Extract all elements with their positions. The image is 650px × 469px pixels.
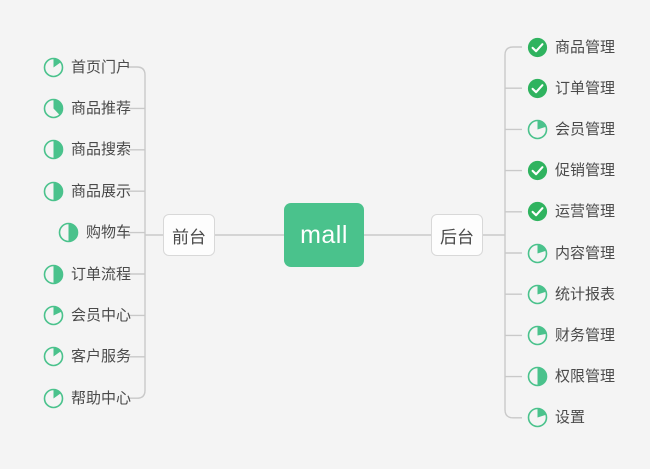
leaf-item[interactable]: 首页门户: [43, 55, 131, 79]
pie-progress-icon: [43, 57, 64, 78]
leaf-item[interactable]: 财务管理: [527, 323, 615, 347]
pie-progress-icon: [58, 222, 79, 243]
leaf-item[interactable]: 内容管理: [527, 241, 615, 265]
leaf-item[interactable]: 权限管理: [527, 365, 615, 389]
leaf-item-label: 内容管理: [555, 244, 616, 262]
pie-progress-icon: [527, 366, 548, 387]
pie-progress-icon: [527, 325, 548, 346]
leaf-item-label: 订单流程: [70, 265, 131, 283]
pie-progress-icon: [43, 305, 64, 326]
pie-progress-icon: [43, 98, 64, 119]
pie-progress-icon: [43, 139, 64, 160]
check-circle-icon: [527, 160, 548, 181]
leaf-item[interactable]: 统计报表: [527, 282, 615, 306]
leaf-item[interactable]: 会员管理: [527, 117, 615, 141]
branch-node-frontend[interactable]: 前台: [163, 214, 215, 256]
leaf-item[interactable]: 订单流程: [43, 262, 131, 286]
leaf-item[interactable]: 购物车: [58, 221, 131, 245]
leaf-item[interactable]: 商品搜索: [43, 138, 131, 162]
leaf-item-label: 统计报表: [555, 285, 616, 303]
leaf-item[interactable]: 商品管理: [527, 35, 615, 59]
leaf-item-label: 会员中心: [70, 306, 131, 324]
pie-progress-icon: [43, 264, 64, 285]
center-node-mall[interactable]: mall: [284, 203, 364, 267]
center-node-label: mall: [300, 220, 348, 249]
leaf-item-label: 商品展示: [70, 182, 131, 200]
pie-progress-icon: [43, 388, 64, 409]
leaf-item-label: 客户服务: [70, 348, 131, 366]
check-circle-icon: [527, 78, 548, 99]
check-circle-icon: [527, 201, 548, 222]
check-circle-icon: [527, 37, 548, 58]
leaf-item-label: 商品推荐: [70, 99, 131, 117]
leaf-item-label: 财务管理: [555, 326, 616, 344]
branch-node-frontend-label: 前台: [172, 227, 206, 247]
leaf-item[interactable]: 帮助中心: [43, 386, 131, 410]
leaf-item-label: 会员管理: [555, 120, 616, 138]
leaf-item[interactable]: 设置: [527, 406, 585, 430]
pie-progress-icon: [527, 119, 548, 140]
pie-progress-icon: [527, 243, 548, 264]
branch-node-backend[interactable]: 后台: [431, 214, 483, 256]
connector-line: [504, 46, 522, 419]
leaf-item-label: 帮助中心: [70, 389, 131, 407]
pie-progress-icon: [527, 284, 548, 305]
leaf-item-label: 运营管理: [555, 203, 616, 221]
leaf-item[interactable]: 商品推荐: [43, 96, 131, 120]
leaf-item[interactable]: 订单管理: [527, 76, 615, 100]
leaf-item-label: 设置: [555, 409, 586, 427]
leaf-item[interactable]: 会员中心: [43, 303, 131, 327]
pie-progress-icon: [43, 346, 64, 367]
leaf-item-label: 权限管理: [555, 368, 616, 386]
leaf-item[interactable]: 运营管理: [527, 200, 615, 224]
branch-node-backend-label: 后台: [440, 227, 474, 247]
leaf-item-label: 购物车: [85, 224, 131, 242]
leaf-item[interactable]: 商品展示: [43, 179, 131, 203]
leaf-item[interactable]: 客户服务: [43, 345, 131, 369]
leaf-item-label: 商品搜索: [70, 141, 131, 159]
pie-progress-icon: [43, 181, 64, 202]
pie-progress-icon: [527, 407, 548, 428]
leaf-item-label: 订单管理: [555, 79, 616, 97]
leaf-item-label: 商品管理: [555, 38, 616, 56]
leaf-item-label: 促销管理: [555, 162, 616, 180]
leaf-item-label: 首页门户: [70, 58, 131, 76]
leaf-item[interactable]: 促销管理: [527, 159, 615, 183]
